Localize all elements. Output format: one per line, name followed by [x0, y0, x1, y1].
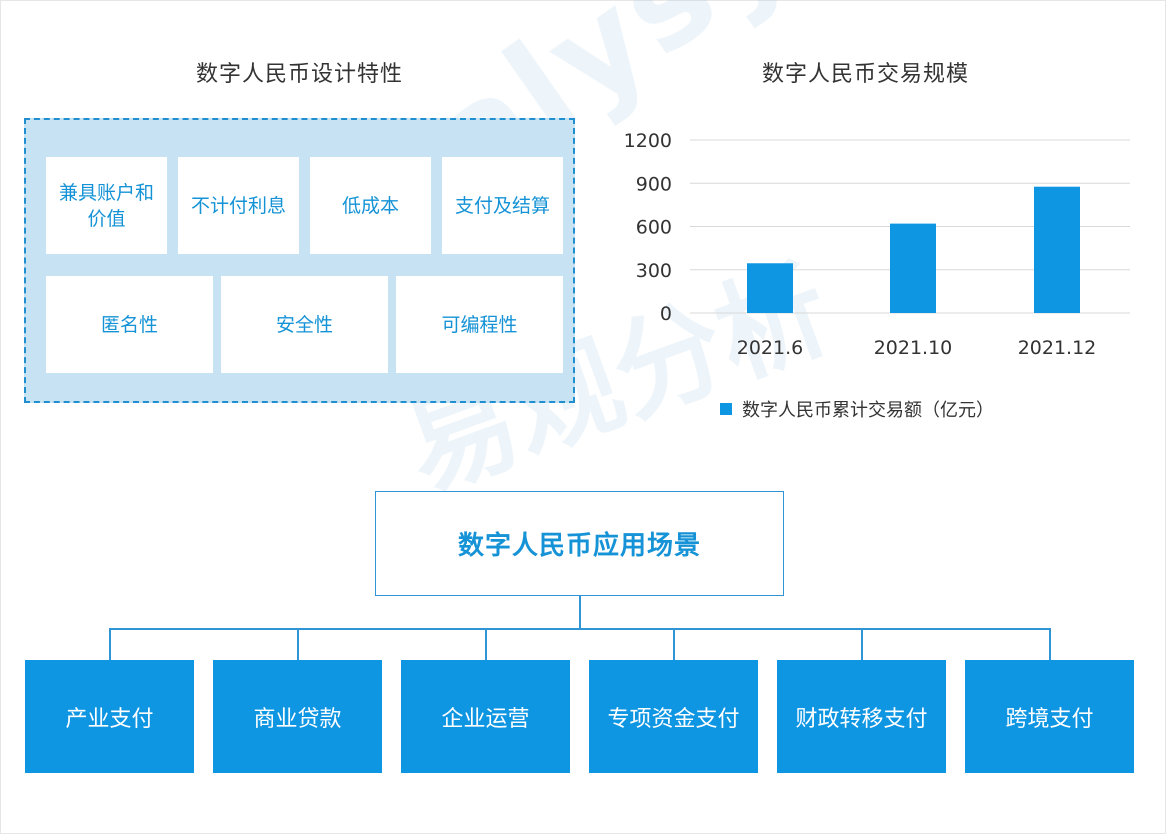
connector-branch: [109, 628, 111, 660]
feature-card-anonymity: 匿名性: [46, 276, 213, 373]
feature-card-programmability: 可编程性: [396, 276, 563, 373]
feature-card-payment-settlement: 支付及结算: [442, 157, 563, 254]
chart-legend: 数字人民币累计交易额（亿元）: [720, 396, 994, 422]
y-tick-label: 900: [636, 173, 672, 195]
y-tick-label: 0: [660, 303, 672, 325]
chart-title: 数字人民币交易规模: [762, 62, 970, 87]
feature-card-account-value: 兼具账户和价值: [46, 157, 167, 254]
connector-branch: [485, 628, 487, 660]
scenario-special-fund-payment: 专项资金支付: [589, 660, 758, 773]
scenario-cross-border-payment: 跨境支付: [965, 660, 1134, 773]
feature-card-security: 安全性: [221, 276, 388, 373]
x-tick-label: 2021.12: [1018, 337, 1097, 359]
connector-bus: [110, 628, 1050, 630]
scenario-fiscal-transfer-payment: 财政转移支付: [777, 660, 946, 773]
connector-branch: [297, 628, 299, 660]
connector-branch: [1049, 628, 1051, 660]
features-panel: 兼具账户和价值 不计付利息 低成本 支付及结算 匿名性 安全性 可编程性: [24, 118, 575, 403]
legend-label: 数字人民币累计交易额（亿元）: [742, 400, 994, 421]
scenario-commercial-loan: 商业贷款: [213, 660, 382, 773]
x-tick-label: 2021.10: [874, 337, 953, 359]
features-title: 数字人民币设计特性: [196, 62, 404, 87]
connector-trunk: [579, 596, 581, 629]
scenario-enterprise-operation: 企业运营: [401, 660, 570, 773]
connector-branch: [861, 628, 863, 660]
transaction-chart: 0 300 600 900 1200 2021.6 2021.10 2021.12: [600, 120, 1160, 440]
feature-card-low-cost: 低成本: [310, 157, 431, 254]
scenarios-root-node: 数字人民币应用场景: [375, 491, 784, 596]
x-tick-label: 2021.6: [737, 337, 803, 359]
bar: [890, 223, 936, 313]
bar: [747, 263, 793, 313]
scenario-industrial-payment: 产业支付: [25, 660, 194, 773]
legend-swatch: [720, 403, 732, 415]
y-tick-label: 300: [636, 260, 672, 282]
chart-svg: 0 300 600 900 1200 2021.6 2021.10 2021.12: [624, 130, 1130, 359]
y-tick-label: 1200: [624, 130, 672, 152]
bar: [1034, 186, 1080, 313]
y-tick-label: 600: [636, 217, 672, 239]
feature-card-no-interest: 不计付利息: [178, 157, 299, 254]
connector-branch: [673, 628, 675, 660]
